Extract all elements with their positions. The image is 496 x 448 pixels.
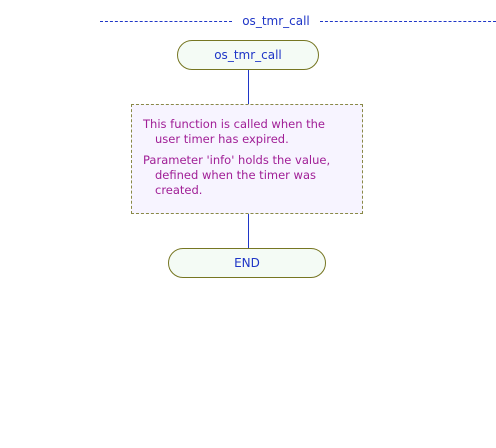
diagram-title: os_tmr_call (242, 14, 310, 28)
start-terminator[interactable]: os_tmr_call (177, 40, 319, 70)
title-separator-right (320, 21, 496, 22)
comment-box[interactable]: This function is called when the user ti… (131, 104, 363, 214)
comment-paragraph-2: Parameter 'info' holds the value, define… (143, 153, 331, 197)
comment-paragraph-1: This function is called when the user ti… (143, 117, 326, 146)
connector-comment-to-end (248, 214, 249, 248)
title-separator-left (100, 21, 232, 22)
end-terminator[interactable]: END (168, 248, 326, 278)
connector-start-to-comment (248, 70, 249, 104)
